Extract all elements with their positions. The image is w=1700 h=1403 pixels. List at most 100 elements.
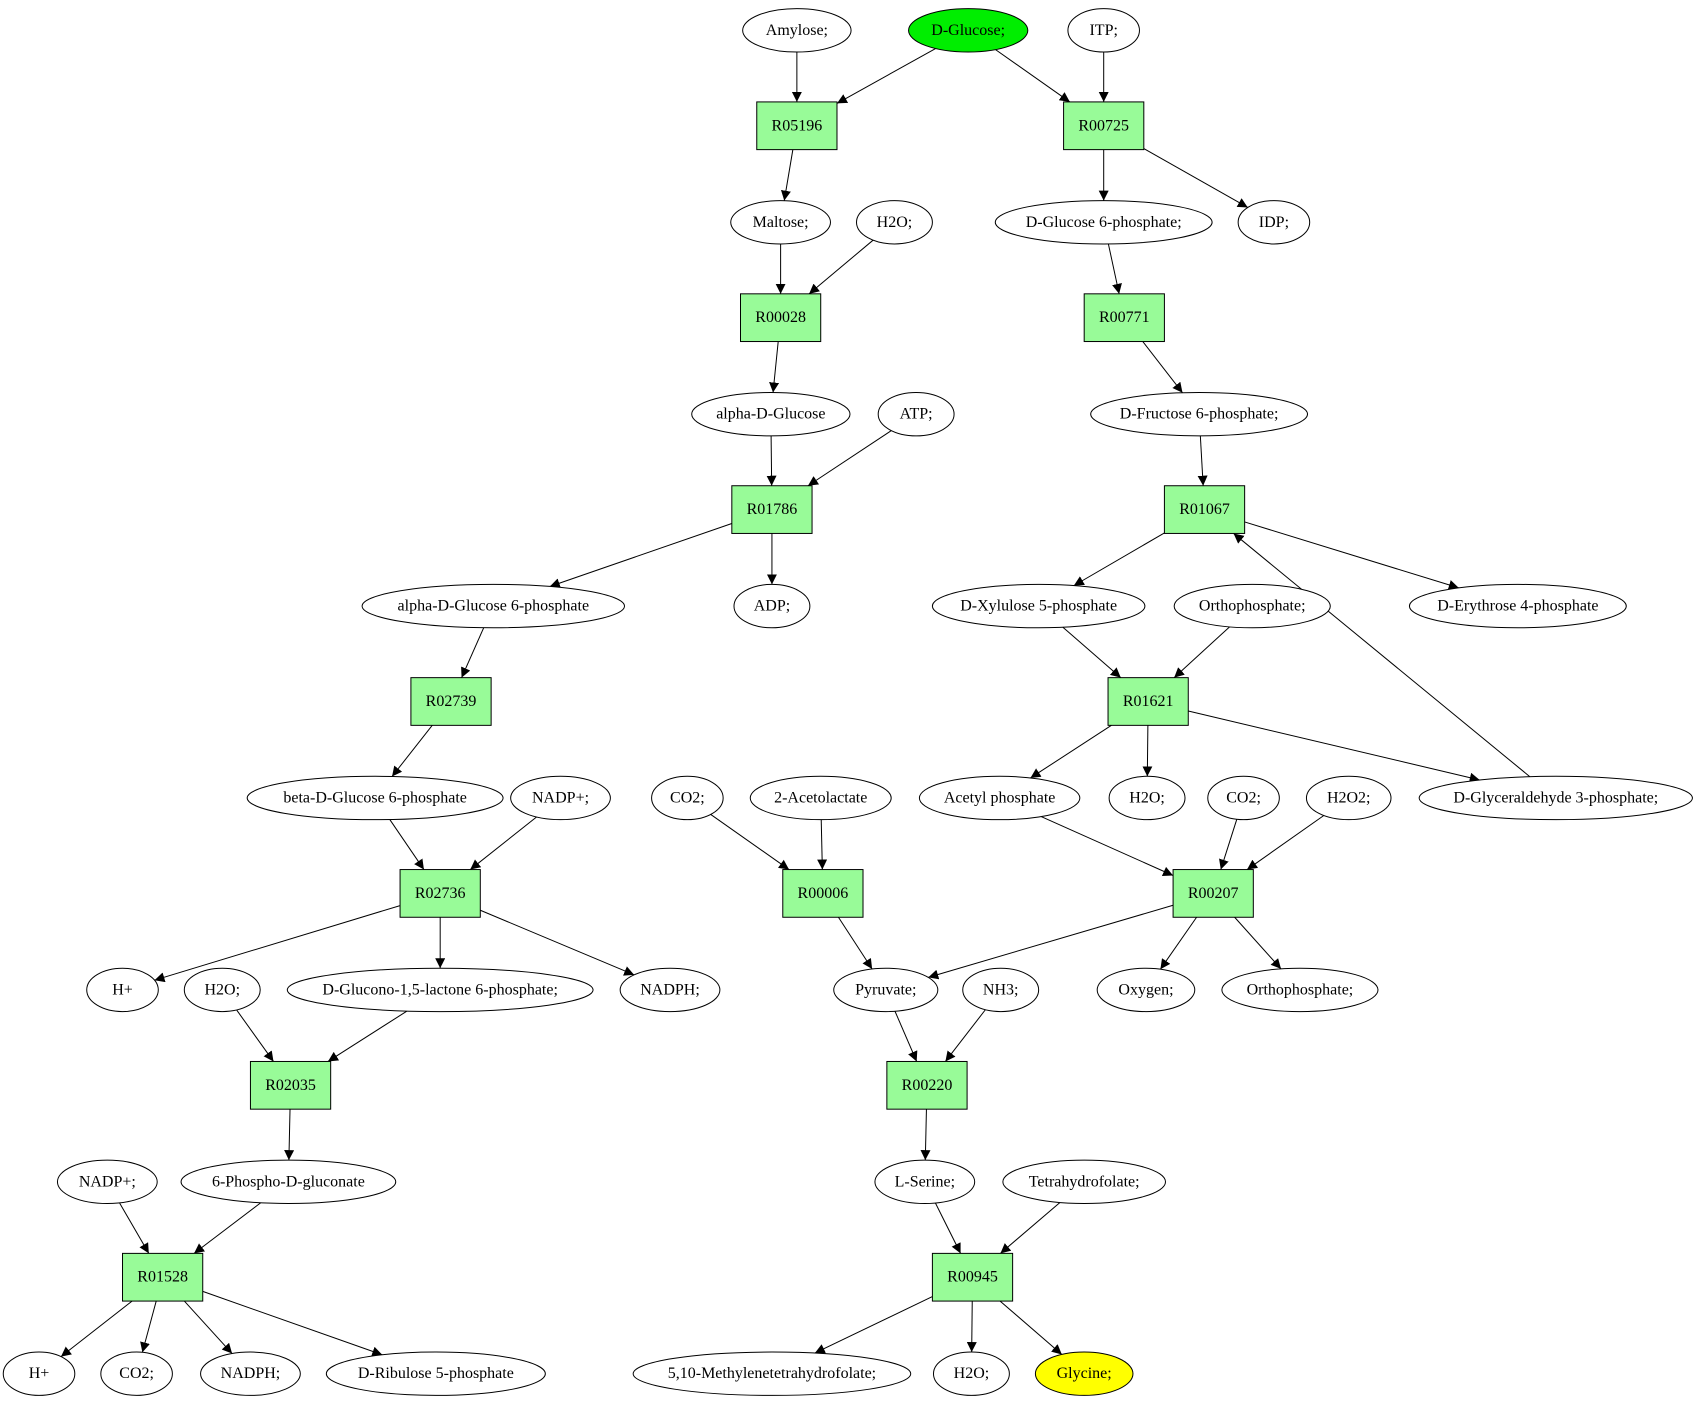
reaction-node-r00771[interactable]: R00771 (1083, 293, 1165, 343)
reaction-node-r00207[interactable]: R00207 (1172, 869, 1254, 918)
compound-node-adg6p[interactable]: alpha-D-Glucose 6-phosphate (361, 583, 625, 629)
compound-ellipse (1305, 775, 1392, 821)
compound-node-oxygen[interactable]: Oxygen; (1096, 967, 1196, 1013)
compound-node-amylose[interactable]: Amylose; (742, 8, 852, 53)
compound-label: ITP; (1089, 22, 1117, 39)
compound-node-hplus_1[interactable]: H+ (86, 967, 159, 1013)
compound-label: D-Glucose 6-phosphate; (1026, 214, 1182, 231)
edge-r_R01621-to-c_dga3p (1188, 710, 1480, 783)
edge-c_nh3-to-r_R00220 (945, 1009, 986, 1062)
compound-label: 5,10-Methylenetetrahydrofolate; (668, 1365, 876, 1382)
compound-label: Oxygen; (1118, 981, 1173, 998)
edge-c_ortho_1-to-r_R01621 (1173, 626, 1230, 679)
compound-node-atp[interactable]: ATP; (877, 391, 955, 437)
compound-ellipse (1034, 1351, 1134, 1396)
compound-node-h2o2[interactable]: H2O2; (1305, 775, 1392, 821)
reaction-box (1172, 869, 1254, 918)
compound-label: Pyruvate; (855, 981, 916, 998)
reaction-label: R00207 (1188, 885, 1239, 902)
compound-label: D-Erythrose 4-phosphate (1437, 598, 1598, 615)
compound-node-dg6p[interactable]: D-Glucose 6-phosphate; (994, 200, 1213, 245)
compound-node-adglucose[interactable]: alpha-D-Glucose (691, 391, 851, 437)
compound-label: Tetrahydrofolate; (1029, 1173, 1140, 1190)
reaction-node-r01528[interactable]: R01528 (122, 1252, 204, 1302)
edges-layer (60, 48, 1531, 1357)
compound-node-glucono[interactable]: D-Glucono-1,5-lactone 6-phosphate; (286, 967, 594, 1013)
compound-label: L-Serine; (895, 1173, 955, 1190)
compound-label: CO2; (119, 1365, 154, 1382)
compound-node-6pgluconate[interactable]: 6-Phospho-D-gluconate (180, 1159, 397, 1205)
edge-c_adglucose-to-r_R01786 (766, 435, 777, 486)
compound-node-nadp_1[interactable]: NADP+; (510, 775, 611, 821)
reaction-node-r00006[interactable]: R00006 (782, 869, 864, 918)
compound-label: Maltose; (753, 214, 809, 231)
compound-node-glycine[interactable]: Glycine; (1034, 1351, 1134, 1396)
compound-node-h2o_2[interactable]: H2O; (1108, 775, 1186, 821)
reaction-node-r02035[interactable]: R02035 (249, 1060, 332, 1110)
compound-node-ortho_1[interactable]: Orthophosphate; (1173, 583, 1331, 629)
compound-node-methylene_thf[interactable]: 5,10-Methylenetetrahydrofolate; (632, 1351, 912, 1396)
compound-node-dglucose[interactable]: D-Glucose; (908, 8, 1029, 53)
compound-node-nadph_1[interactable]: NADPH; (619, 967, 721, 1013)
reaction-node-r05196[interactable]: R05196 (756, 101, 838, 151)
edge-c_h2o_1-to-r_R00028 (808, 239, 874, 295)
compound-node-acetolactate[interactable]: 2-Acetolactate (749, 775, 892, 821)
compound-node-nadph_2[interactable]: NADPH; (200, 1351, 301, 1396)
reaction-label: R02736 (415, 885, 466, 902)
compound-node-thf[interactable]: Tetrahydrofolate; (1002, 1159, 1166, 1205)
compound-label: Orthophosphate; (1247, 981, 1354, 998)
compound-label: Glycine; (1057, 1365, 1112, 1382)
compound-node-hplus_2[interactable]: H+ (2, 1351, 76, 1396)
edge-r_R00028-to-c_adglucose (769, 341, 780, 393)
edge-c_dx5p-to-r_R01621 (1062, 626, 1122, 679)
reaction-label: R01067 (1179, 501, 1230, 518)
compound-label: CO2; (1226, 789, 1261, 806)
compound-node-adp[interactable]: ADP; (733, 583, 811, 629)
compound-ellipse (1418, 775, 1693, 821)
reaction-node-r00220[interactable]: R00220 (886, 1060, 968, 1110)
reaction-node-r00945[interactable]: R00945 (931, 1252, 1014, 1302)
compound-node-nadp_2[interactable]: NADP+; (56, 1159, 158, 1205)
reaction-node-r00725[interactable]: R00725 (1063, 101, 1145, 151)
reaction-label: R01621 (1123, 693, 1174, 710)
reaction-node-r01067[interactable]: R01067 (1163, 485, 1246, 534)
compound-node-h2o_1[interactable]: H2O; (856, 200, 933, 245)
edge-c_bdg6p-to-r_R02736 (389, 819, 425, 870)
edge-c_acetolactate-to-r_R00006 (817, 819, 828, 870)
compound-label: D-Fructose 6-phosphate; (1120, 406, 1279, 423)
compound-node-dx5p[interactable]: D-Xylulose 5-phosphate (931, 583, 1146, 629)
compound-node-df6p[interactable]: D-Fructose 6-phosphate; (1090, 391, 1309, 437)
compound-node-dr5p[interactable]: D-Ribulose 5-phosphate (325, 1351, 546, 1396)
reaction-label: R00006 (798, 885, 849, 902)
compound-node-co2_2[interactable]: CO2; (1207, 775, 1280, 821)
compound-node-ortho_2[interactable]: Orthophosphate; (1221, 967, 1379, 1013)
reaction-node-r02736[interactable]: R02736 (399, 869, 481, 918)
compound-node-co2_1[interactable]: CO2; (651, 775, 724, 821)
compound-label: NADP+; (532, 789, 589, 806)
reaction-node-r02739[interactable]: R02739 (410, 677, 492, 726)
edge-r_R02035-to-c_6pgluconate (284, 1109, 295, 1161)
edge-r_R01067-to-c_de4p (1244, 521, 1459, 590)
compound-node-bdg6p[interactable]: beta-D-Glucose 6-phosphate (246, 775, 504, 821)
reaction-node-r01621[interactable]: R01621 (1107, 677, 1189, 726)
compound-node-h2o_4[interactable]: H2O; (932, 1351, 1010, 1396)
compound-node-acetylp[interactable]: Acetyl phosphate (918, 775, 1081, 821)
reaction-node-r00028[interactable]: R00028 (739, 293, 822, 343)
compound-ellipse (100, 1351, 173, 1396)
edge-c_nadp_2-to-r_R01528 (119, 1202, 150, 1254)
compound-node-dga3p[interactable]: D-Glyceraldehyde 3-phosphate; (1418, 775, 1693, 821)
compound-ellipse (510, 775, 611, 821)
compound-label: Orthophosphate; (1199, 598, 1306, 615)
compound-node-h2o_3[interactable]: H2O; (183, 967, 261, 1013)
compound-node-maltose[interactable]: Maltose; (730, 200, 831, 245)
compound-node-itp[interactable]: ITP; (1067, 8, 1140, 53)
compound-node-nh3[interactable]: NH3; (962, 967, 1040, 1013)
compound-node-idp[interactable]: IDP; (1237, 200, 1311, 245)
compound-node-pyruvate[interactable]: Pyruvate; (833, 967, 939, 1013)
reaction-node-r01786[interactable]: R01786 (731, 485, 813, 534)
compound-node-lserine[interactable]: L-Serine; (874, 1159, 976, 1205)
compound-node-co2_3[interactable]: CO2; (100, 1351, 173, 1396)
edge-r_R00945-to-c_glycine (999, 1300, 1063, 1355)
edge-r_R00207-to-c_ortho_2 (1234, 916, 1282, 970)
compound-node-de4p[interactable]: D-Erythrose 4-phosphate (1408, 583, 1627, 629)
